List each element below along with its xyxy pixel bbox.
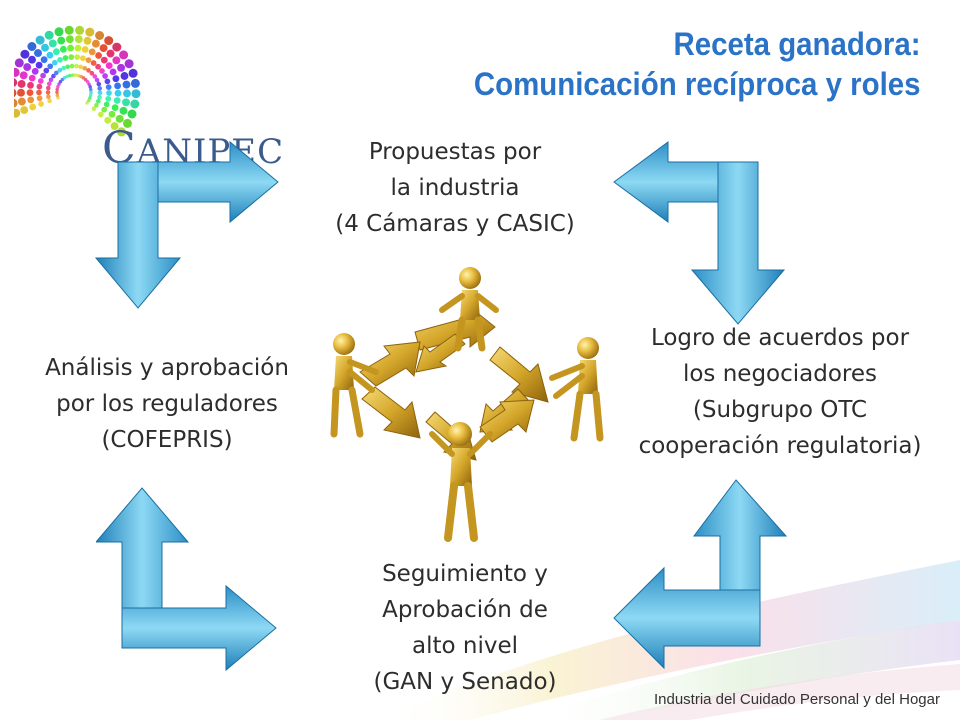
- arrow-top-left: [94, 140, 279, 309]
- slide-title: Receta ganadora: Comunicación recíproca …: [473, 24, 920, 104]
- node-bottom-line-3: alto nivel: [411, 633, 518, 659]
- node-left-line-3: (COFEPRIS): [101, 427, 233, 453]
- canipec-logo: CANIPEC: [7, 20, 283, 174]
- node-right-line-2: los negociadores: [682, 361, 878, 387]
- node-top-line-1: Propuestas por: [368, 139, 542, 165]
- arrow-bottom-left: [96, 487, 277, 672]
- node-top-line-3: (4 Cámaras y CASIC): [335, 211, 575, 237]
- footer-tagline: Industria del Cuidado Personal y del Hog…: [653, 691, 940, 708]
- node-propuestas-industria: Propuestas por la industria (4 Cámaras y…: [290, 134, 620, 242]
- title-line-1: Receta ganadora:: [672, 26, 920, 62]
- node-bottom-line-2: Aprobación de: [382, 597, 548, 623]
- node-right-line-3: (Subgrupo OTC: [692, 397, 868, 423]
- gold-figure-top: [439, 267, 499, 352]
- node-bottom-line-4: (GAN y Senado): [373, 669, 557, 695]
- gold-figure-right: [549, 337, 604, 442]
- node-right-line-1: Logro de acuerdos por: [650, 325, 910, 351]
- title-line-2: Comunicación recíproca y roles: [473, 66, 920, 102]
- arrow-bottom-right: [613, 479, 788, 670]
- node-analisis-aprobacion: Análisis y aprobación por los reguladore…: [12, 350, 322, 458]
- logo-flower-icon: [7, 25, 141, 137]
- gold-arrow-left: [359, 341, 421, 439]
- node-top-line-2: la industria: [390, 175, 520, 201]
- gold-figures-illustration: [330, 267, 604, 542]
- arrow-top-right: [613, 141, 786, 325]
- node-right-line-4: cooperación regulatoria): [638, 433, 922, 459]
- gold-figure-left: [330, 333, 379, 438]
- node-bottom-line-1: Seguimiento y: [382, 561, 548, 587]
- node-logro-acuerdos: Logro de acuerdos por los negociadores (…: [600, 320, 960, 464]
- node-seguimiento-aprobacion: Seguimiento y Aprobación de alto nivel (…: [300, 556, 630, 700]
- node-left-line-2: por los reguladores: [56, 391, 278, 417]
- gold-figure-bottom: [429, 422, 493, 542]
- node-left-line-1: Análisis y aprobación: [45, 355, 289, 381]
